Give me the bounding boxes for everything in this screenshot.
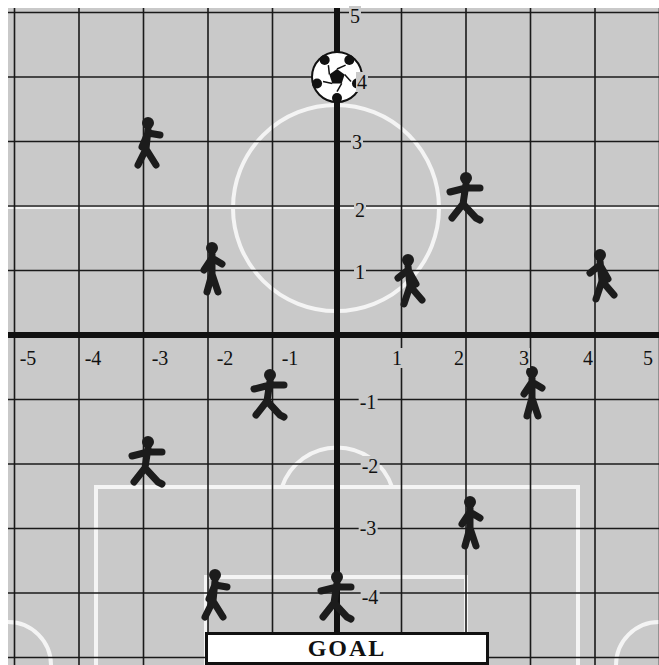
axis-number: 4 xyxy=(356,72,368,92)
axis-number: -1 xyxy=(281,348,300,368)
ball-patch xyxy=(329,69,344,83)
axis-number: -1 xyxy=(359,392,378,412)
player-body xyxy=(462,508,480,546)
axis-number: -3 xyxy=(151,348,170,368)
player-silhouette xyxy=(204,242,222,292)
player-head xyxy=(460,172,472,184)
grid-line xyxy=(8,205,659,207)
axis-number: 1 xyxy=(354,262,366,282)
soccer-ball xyxy=(312,52,362,103)
player-silhouette xyxy=(590,249,614,299)
ball-seam xyxy=(328,65,329,74)
ball-patch xyxy=(344,55,354,65)
axis-number: -2 xyxy=(216,348,235,368)
player-silhouette xyxy=(321,571,351,619)
player-silhouette xyxy=(205,569,227,617)
ball-seam xyxy=(345,75,351,82)
axis-number: -3 xyxy=(359,518,378,538)
grid-line xyxy=(8,270,659,272)
grid-line xyxy=(8,141,659,143)
axis-number: 5 xyxy=(642,348,654,368)
player-head xyxy=(206,242,218,254)
axis-number: -2 xyxy=(361,456,380,476)
player-body xyxy=(132,448,162,484)
player-body xyxy=(138,129,160,165)
halfway-line xyxy=(8,205,659,209)
x-axis xyxy=(8,332,659,338)
field-markings xyxy=(8,105,659,665)
grid-line xyxy=(8,12,659,14)
player-silhouette xyxy=(132,436,162,484)
player-silhouette xyxy=(524,366,542,416)
player-body xyxy=(524,378,542,416)
axis-number: 3 xyxy=(351,132,363,152)
player-body xyxy=(254,381,284,417)
player-body xyxy=(398,266,422,304)
axis-number: 1 xyxy=(391,348,403,368)
ball-outline xyxy=(312,52,362,102)
ball-seam xyxy=(337,83,342,91)
player-silhouette xyxy=(398,254,422,304)
axis-number: 5 xyxy=(349,6,361,26)
player-body xyxy=(205,581,227,617)
player-body xyxy=(590,261,614,299)
ball-patch xyxy=(320,55,330,65)
axis-number: -4 xyxy=(84,348,103,368)
player-body xyxy=(450,184,480,220)
grid-line xyxy=(8,528,659,530)
player-head xyxy=(464,496,476,508)
player-head xyxy=(331,571,343,583)
axis-number: -4 xyxy=(361,587,380,607)
player-head xyxy=(209,569,221,581)
axis-number: 3 xyxy=(518,348,530,368)
grid-lines xyxy=(8,8,659,665)
corner-arc xyxy=(616,622,659,665)
goal-label: GOAL xyxy=(208,635,486,661)
player-head xyxy=(142,117,154,129)
grid-line xyxy=(8,399,659,401)
grass-ground xyxy=(8,8,659,665)
player-body xyxy=(321,583,351,619)
player-silhouette xyxy=(462,496,480,546)
ball-seam xyxy=(337,65,346,69)
player-silhouette xyxy=(138,117,160,165)
ball-seam xyxy=(323,82,332,84)
ball-patch xyxy=(312,78,322,88)
player-body xyxy=(204,254,222,292)
axis-number: 4 xyxy=(582,348,594,368)
player-head xyxy=(594,249,606,261)
player-silhouette xyxy=(254,369,284,417)
players xyxy=(132,117,614,619)
player-head xyxy=(264,369,276,381)
player-head xyxy=(142,436,154,448)
goal-box: GOAL xyxy=(205,632,489,665)
axis-number: 2 xyxy=(453,348,465,368)
player-head xyxy=(402,254,414,266)
grid-line xyxy=(8,463,659,465)
ball-patch xyxy=(332,93,342,103)
player-silhouette xyxy=(450,172,480,220)
axis-number: -5 xyxy=(19,348,38,368)
axis-number: 2 xyxy=(354,200,366,220)
